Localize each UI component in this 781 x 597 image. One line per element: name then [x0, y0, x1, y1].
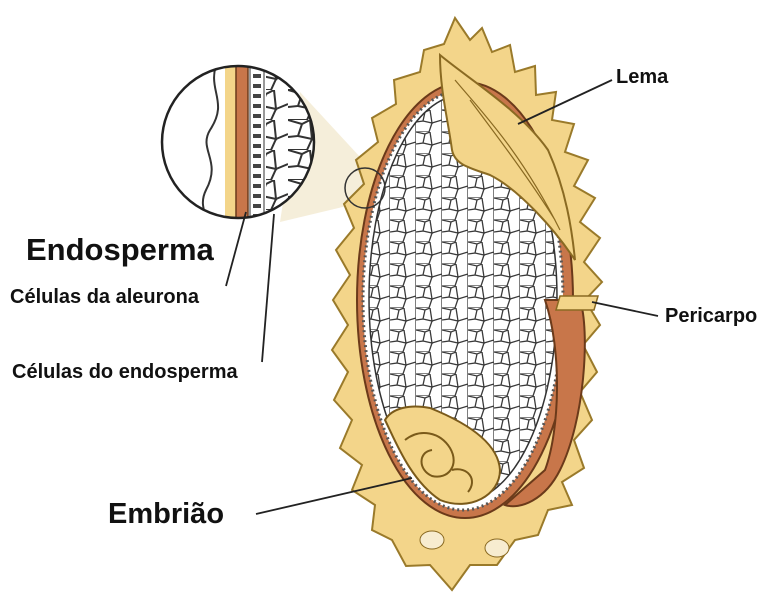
pericarp-tip [556, 296, 598, 310]
label-aleurona: Células da aleurona [10, 287, 199, 307]
leader-celulas-endosperma [262, 214, 274, 362]
label-lema: Lema [616, 67, 668, 87]
label-celulas-endosperma: Células do endosperma [12, 362, 238, 382]
base-lobe-left [420, 531, 444, 549]
label-endosperma: Endosperma [26, 234, 214, 265]
label-embriao: Embrião [108, 500, 224, 529]
leader-aleurona [226, 212, 246, 286]
base-lobe-right [485, 539, 509, 557]
label-pericarpo: Pericarpo [665, 306, 757, 326]
leader-pericarpo [592, 302, 658, 316]
